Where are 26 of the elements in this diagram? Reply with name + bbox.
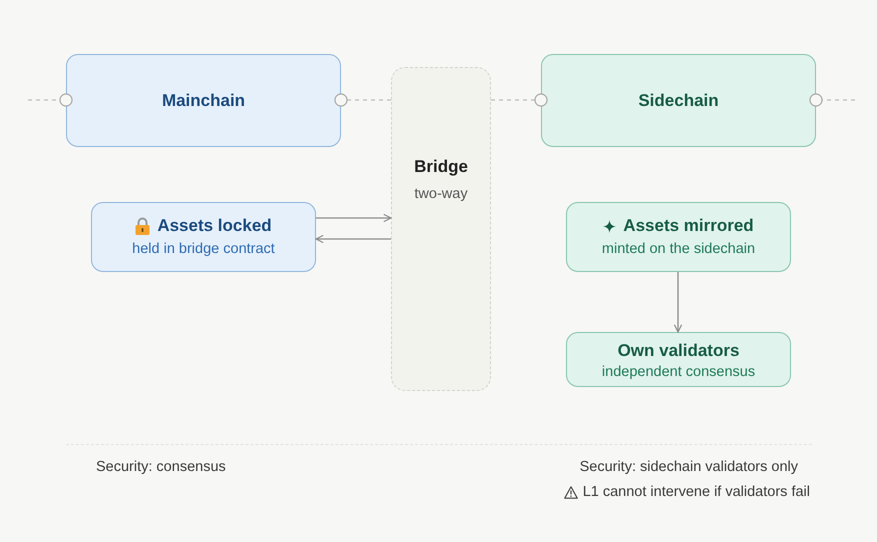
- chain-box: [66, 54, 341, 147]
- note-text: L1 cannot intervene if validators fail: [582, 483, 810, 502]
- dashed-connector: [491, 93, 548, 107]
- node-subtitle: two-way: [414, 185, 468, 204]
- arrow: [316, 214, 392, 222]
- process-box: [566, 202, 791, 272]
- dashed-connector: [28, 93, 73, 107]
- node-subtitle: held in bridge contract: [132, 240, 275, 259]
- arrow: [315, 234, 391, 244]
- node-subtitle: independent consensus: [602, 363, 756, 382]
- node-title: Bridge: [414, 156, 468, 178]
- process-box: [91, 202, 316, 272]
- node-title: Assets locked: [157, 215, 272, 237]
- note-text: Security: sidechain validators only: [580, 458, 798, 477]
- process-box: [566, 332, 791, 387]
- node-title: Sidechain: [638, 90, 719, 112]
- arrow: [674, 272, 682, 333]
- dashed-connector: [334, 93, 391, 107]
- node-title: Own validators: [618, 340, 740, 362]
- chain-box: [541, 54, 816, 147]
- node-subtitle: minted on the sidechain: [602, 240, 756, 259]
- node-title: Assets mirrored: [623, 215, 754, 237]
- node-title: Mainchain: [162, 90, 246, 112]
- bridge-box: [391, 67, 491, 391]
- note-text: Security: consensus: [96, 458, 226, 477]
- dashed-connector: [809, 93, 855, 107]
